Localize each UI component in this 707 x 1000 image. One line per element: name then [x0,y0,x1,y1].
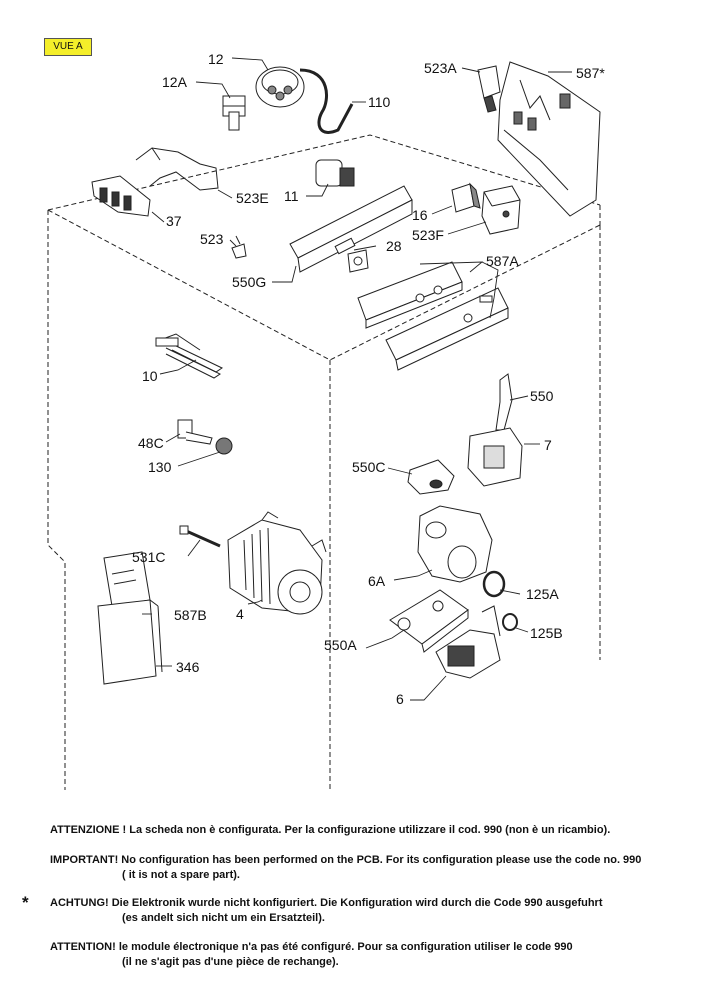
view-label: VUE A [44,38,92,56]
label-12: 12 [208,51,224,67]
display-board-shape [357,261,509,371]
label-16: 16 [412,207,428,223]
label-531c: 531C [132,549,165,565]
relay-shape [451,182,481,213]
main-pcb-shape [497,61,601,217]
label-10: 10 [142,368,158,384]
label-37: 37 [166,213,182,229]
plate-28-shape [347,249,369,273]
heater-shape [155,333,224,379]
note-italian: ATTENZIONE ! La scheda non è configurata… [50,823,610,838]
note-italian-text: ATTENZIONE ! La scheda non è configurata… [50,824,611,836]
note-french: ATTENTION! le module électronique n'a pa… [50,940,573,970]
control-strip-shape [289,185,413,273]
note-french-line1: ATTENTION! le module électronique n'a pa… [50,941,573,953]
pump-housing-shape [417,505,493,583]
label-346: 346 [176,659,200,675]
motor-shape [227,511,327,615]
exploded-parts-diagram: 12 12A 110 523A 587* 523E 11 37 16 523F … [47,51,605,790]
cable-harness-shape [135,147,219,191]
asterisk-marker: * [22,893,29,912]
gear-130-shape [215,437,233,455]
label-125a: 125A [526,586,559,602]
label-587b: 587B [174,607,207,623]
pressure-switch-shape [255,66,305,108]
capacitor-shape [315,159,355,187]
label-523a: 523A [424,60,457,76]
label-550: 550 [530,388,554,404]
label-523: 523 [200,231,224,247]
drain-pump-shape [435,605,501,679]
label-6a: 6A [368,573,386,589]
label-4: 4 [236,606,244,622]
hose-shape [299,68,354,134]
terminal-block-shape [91,175,151,217]
label-587: 587* [576,65,605,81]
note-french-line2: (il ne s'agit pas d'une pièce de rechang… [122,956,339,968]
bolt-531c-shape [179,525,221,548]
label-6: 6 [396,691,404,707]
label-523f: 523F [412,227,444,243]
clip-523-shape [231,235,247,259]
note-english-line1: IMPORTANT! No configuration has been per… [50,854,642,866]
label-130: 130 [148,459,172,475]
switch-module-shape [481,185,521,235]
ring-125a-shape [482,570,506,598]
label-48c: 48C [138,435,164,451]
label-12a: 12A [162,74,188,90]
door-lock-shape [467,427,523,487]
label-550a: 550A [324,637,357,653]
note-german-line1: ACHTUNG! Die Elektronik wurde nicht konf… [50,897,603,909]
cabinet-outline [47,134,601,790]
lever-shape [495,373,513,431]
label-28: 28 [386,238,402,254]
label-550c: 550C [352,459,385,475]
cover-550c-shape [407,459,455,495]
screw-48c-shape [177,419,213,445]
note-english-line2: ( it is not a spare part). [122,869,240,881]
label-110: 110 [368,94,391,110]
note-german-line2: (es andelt sich nicht um ein Ersatzteil)… [122,912,325,924]
part-labels: 12 12A 110 523A 587* 523E 11 37 16 523F … [132,51,605,707]
note-german: ACHTUNG! Die Elektronik wurde nicht konf… [50,896,603,926]
small-valve-shape [222,95,246,131]
label-523e: 523E [236,190,269,206]
cover-550a-shape [389,589,469,653]
label-550g: 550G [232,274,266,290]
ring-125b-shape [502,613,518,631]
leader-lines [142,57,572,701]
label-11: 11 [284,188,299,204]
label-125b: 125B [530,625,563,641]
connector-523a-shape [477,65,501,113]
label-587a: 587A [486,253,519,269]
note-english: IMPORTANT! No configuration has been per… [50,853,641,883]
base-346-shape [97,599,163,685]
label-7: 7 [544,437,552,453]
